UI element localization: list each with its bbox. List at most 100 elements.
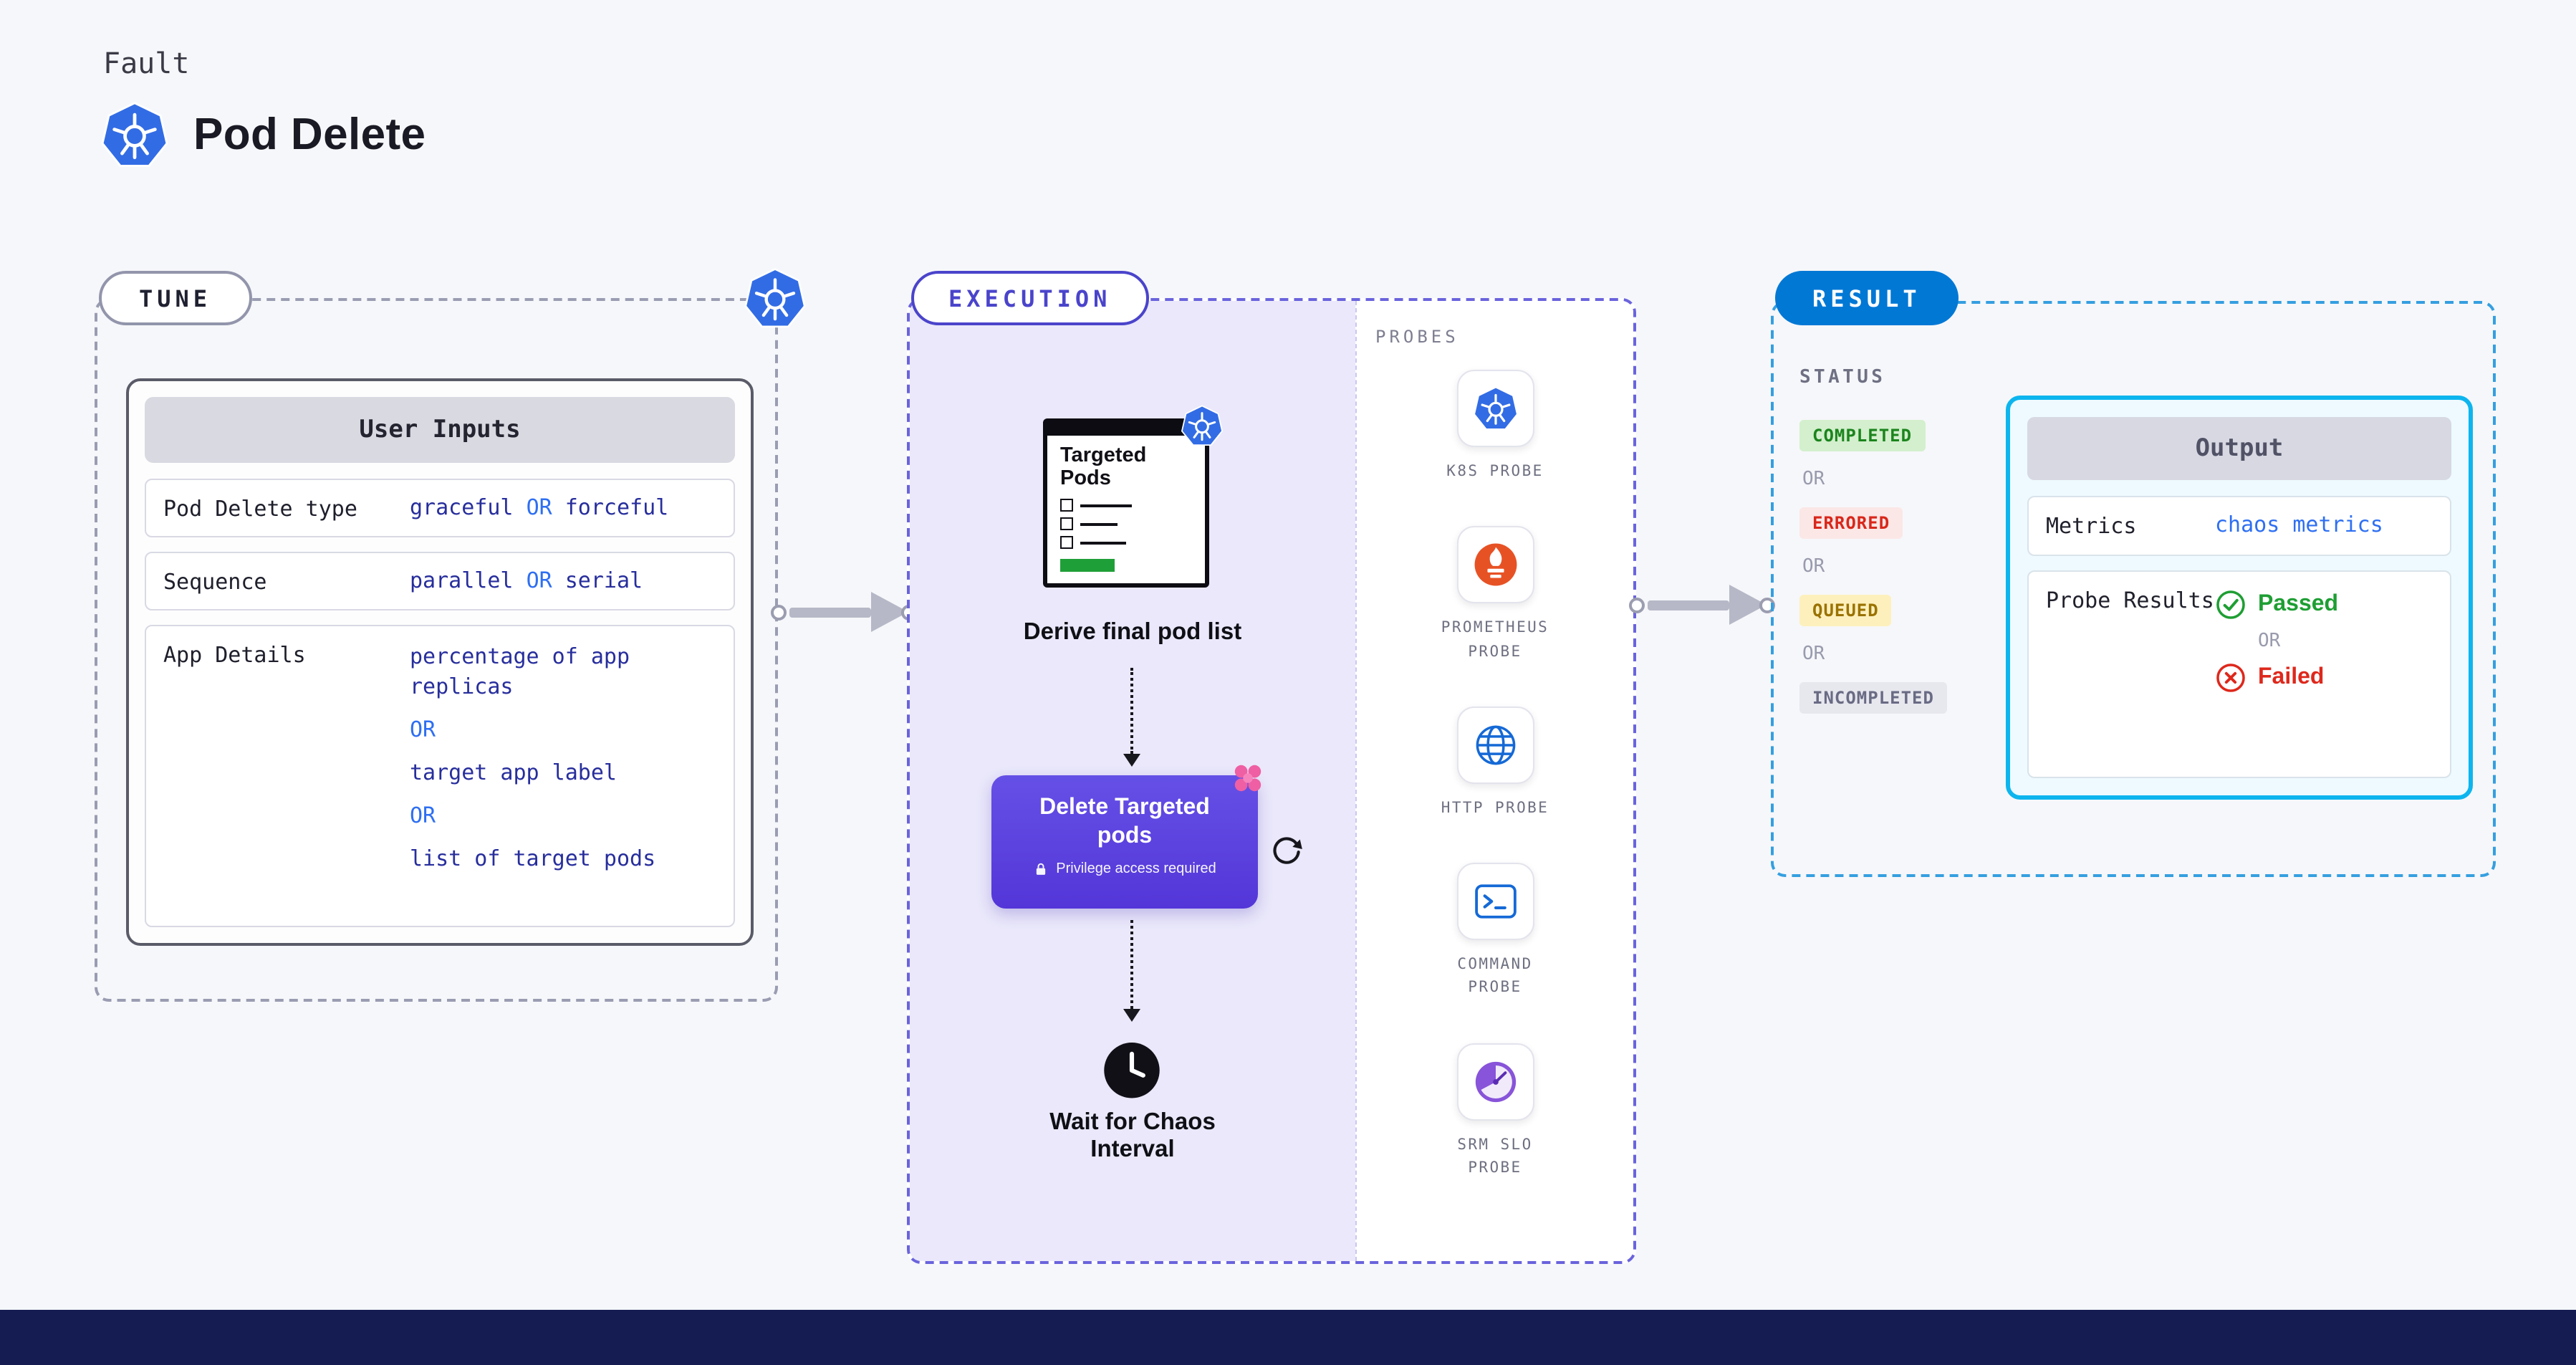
wait-chaos-interval-label: Wait for Chaos Interval: [910, 1109, 1355, 1164]
progress-bar: [1060, 559, 1115, 573]
passed-check-icon: [2215, 590, 2246, 621]
row-value: parallel OR serial: [410, 566, 716, 596]
footer-bar: [0, 1310, 2576, 1365]
row-label: Sequence: [163, 569, 267, 595]
retry-loop-icon: [1268, 831, 1305, 868]
value-option: target app label: [410, 760, 617, 785]
connector-node: [771, 604, 787, 620]
tune-section-box: [95, 298, 778, 1002]
probe-label: PROMETHEUS PROBE: [1441, 619, 1549, 661]
probe-icon-card: [1456, 370, 1534, 447]
privilege-note: Privilege access required: [991, 861, 1258, 877]
or-connector: OR: [410, 803, 436, 828]
fault-kicker: Fault: [103, 46, 190, 80]
lock-icon: [1033, 861, 1049, 877]
passed-label: Passed: [2258, 592, 2339, 617]
arrow-shaft: [789, 607, 871, 617]
kubernetes-icon: [1181, 404, 1224, 447]
row-label: Probe Results: [2046, 588, 2214, 614]
kubernetes-icon: [100, 100, 169, 169]
row-label: Pod Delete type: [163, 496, 357, 522]
probe-results-values: Passed OR Failed: [2215, 587, 2338, 763]
probe-label: K8S PROBE: [1446, 463, 1544, 480]
chaos-sparkle-icon: [1229, 760, 1267, 797]
probe-srm-slo: SRM SLO PROBE: [1435, 1043, 1555, 1179]
probe-label: SRM SLO PROBE: [1457, 1136, 1533, 1177]
execution-section-box: Targeted Pods Derive final pod list Dele…: [907, 298, 1636, 1264]
failed-line: Failed: [2215, 663, 2338, 694]
or-connector: OR: [410, 717, 436, 742]
probe-results-row: Probe Results Passed OR Failed: [2027, 570, 2451, 779]
value-option: parallel: [410, 567, 514, 593]
row-label: App Details: [163, 642, 306, 668]
probe-icon-card: [1456, 1043, 1534, 1121]
prometheus-icon: [1472, 542, 1518, 588]
value-option: forceful: [564, 494, 669, 520]
row-label: Metrics: [2046, 513, 2137, 539]
wait-label-text: Wait for Chaos Interval: [1049, 1109, 1216, 1162]
tune-to-execution-arrow: [768, 592, 920, 632]
status-header: STATUS: [1799, 367, 1886, 388]
or-connector: OR: [2258, 631, 2281, 653]
probe-k8s: K8S PROBE: [1435, 370, 1555, 484]
status-badge-incompleted: INCOMPLETED: [1799, 682, 1947, 714]
probe-icon-card: [1456, 706, 1534, 784]
connector-node: [1629, 597, 1645, 613]
privilege-note-text: Privilege access required: [1056, 861, 1216, 877]
or-connector: OR: [526, 567, 552, 593]
probes-panel: PROBES K8S PROBE PROMETHEUS PROBE HTTP P…: [1355, 301, 1633, 1261]
kubernetes-icon: [1472, 385, 1518, 431]
pod-delete-type-row: Pod Delete type graceful OR forceful: [145, 479, 735, 537]
targeted-pods-title: Targeted Pods: [1060, 444, 1147, 491]
http-globe-icon: [1472, 722, 1518, 768]
arrow-head: [1123, 1009, 1140, 1022]
or-connector: OR: [1802, 469, 1825, 490]
user-inputs-header: User Inputs: [145, 397, 735, 463]
tune-pill: TUNE: [99, 271, 252, 325]
sequence-row: Sequence parallel OR serial: [145, 552, 735, 610]
checklist-item: [1060, 499, 1192, 512]
dotted-line: [1130, 920, 1133, 1009]
row-value: graceful OR forceful: [410, 493, 716, 523]
clock-icon: [1100, 1038, 1163, 1101]
kubernetes-icon: [744, 267, 807, 330]
probe-label: HTTP PROBE: [1441, 799, 1549, 817]
probe-icon-card: [1456, 863, 1534, 941]
failed-x-icon: [2215, 663, 2246, 694]
output-card: Output Metrics chaos metrics Probe Resul…: [2006, 396, 2473, 800]
probe-http: HTTP PROBE: [1435, 706, 1555, 820]
output-header: Output: [2027, 417, 2451, 480]
probe-prometheus: PROMETHEUS PROBE: [1435, 526, 1555, 664]
checklist-item: [1060, 517, 1192, 531]
or-connector: OR: [526, 494, 552, 520]
delete-targeted-pods-button[interactable]: Delete Targeted pods Privilege access re…: [991, 775, 1258, 909]
or-connector: OR: [1802, 643, 1825, 665]
probe-list: K8S PROBE PROMETHEUS PROBE HTTP PROBE CO…: [1357, 370, 1633, 1179]
status-column: STATUS COMPLETED OR ERRORED OR QUEUED OR…: [1799, 367, 2003, 731]
status-badge-completed: COMPLETED: [1799, 420, 1926, 451]
value-option: graceful: [410, 494, 514, 520]
fault-title-row: Pod Delete: [100, 100, 426, 169]
failed-label: Failed: [2258, 665, 2325, 690]
app-details-row: App Details percentage of app replicas O…: [145, 625, 735, 927]
result-pill: RESULT: [1775, 271, 1959, 325]
execution-to-result-arrow: [1626, 585, 1781, 625]
arrow-shaft: [1648, 600, 1729, 610]
value-option: list of target pods: [410, 846, 656, 871]
user-inputs-card: User Inputs Pod Delete type graceful OR …: [126, 378, 754, 946]
checkbox-icon: [1060, 499, 1073, 512]
dotted-line: [1130, 668, 1133, 754]
list-line: [1080, 541, 1126, 545]
value-option: percentage of app replicas: [410, 643, 630, 699]
list-line: [1080, 522, 1118, 527]
probe-icon-card: [1456, 526, 1534, 604]
checkbox-icon: [1060, 536, 1073, 550]
execution-pill: EXECUTION: [911, 271, 1149, 325]
or-connector: OR: [1802, 556, 1825, 578]
passed-line: Passed: [2215, 590, 2338, 621]
value-option: serial: [564, 567, 643, 593]
checklist-item: [1060, 536, 1192, 550]
arrow-head: [1123, 754, 1140, 767]
